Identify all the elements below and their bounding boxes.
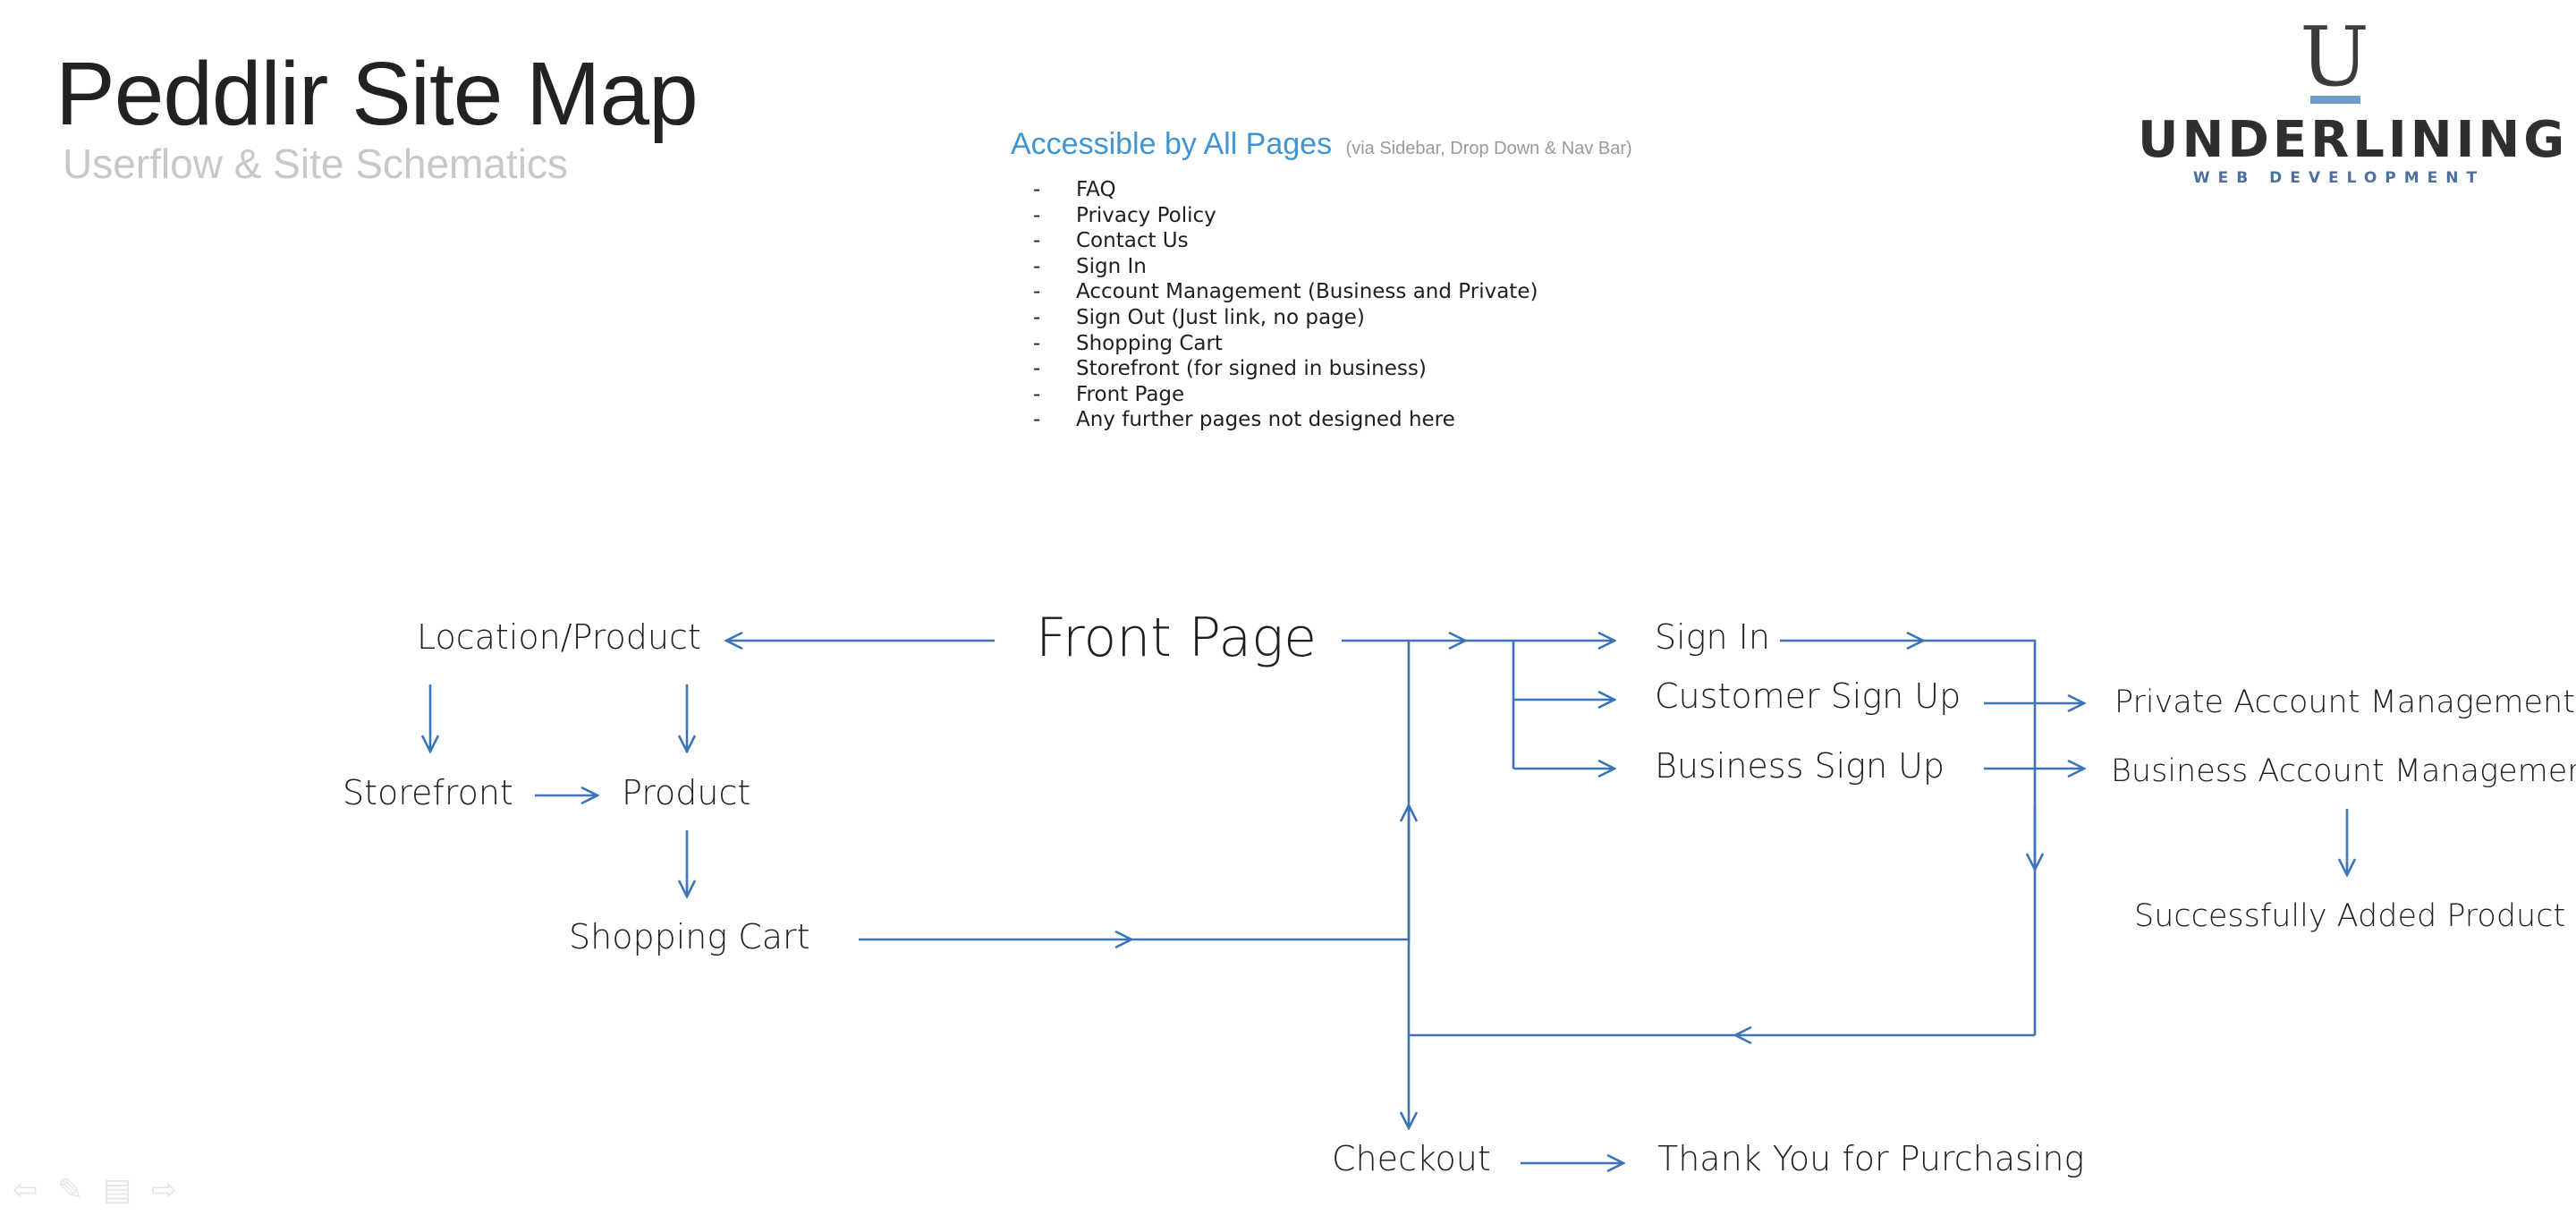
list-item: Sign Out (Just link, no page) <box>1033 305 1538 331</box>
list-item: Contact Us <box>1033 228 1538 254</box>
node-location-product: Location/Product <box>417 617 701 657</box>
node-shopping-cart: Shopping Cart <box>569 917 810 956</box>
connector-lines <box>430 641 2347 1163</box>
list-item: FAQ <box>1033 177 1538 203</box>
node-customer-sign-up: Customer Sign Up <box>1655 676 1962 716</box>
menu-icon[interactable]: ▤ <box>103 1173 152 1207</box>
node-successfully-added-product: Successfully Added Product <box>2134 898 2566 934</box>
list-item: Shopping Cart <box>1033 331 1538 357</box>
node-storefront: Storefront <box>343 773 513 812</box>
logo-underline <box>2310 96 2360 104</box>
pen-icon[interactable]: ✎ <box>57 1173 103 1207</box>
slide-nav-controls: ⇦✎▤⇨ <box>13 1172 197 1208</box>
back-arrow-icon[interactable]: ⇦ <box>13 1173 58 1207</box>
list-item: Storefront (for signed in business) <box>1033 356 1538 382</box>
accessible-note: (via Sidebar, Drop Down & Nav Bar) <box>1345 139 1632 158</box>
node-front-page: Front Page <box>1036 607 1318 669</box>
list-item: Account Management (Business and Private… <box>1033 279 1538 305</box>
list-item: Privacy Policy <box>1033 203 1538 229</box>
node-product: Product <box>622 773 751 812</box>
forward-arrow-icon[interactable]: ⇨ <box>151 1173 197 1207</box>
list-item: Sign In <box>1033 254 1538 280</box>
logo-mark: U <box>2300 9 2369 105</box>
node-sign-in: Sign In <box>1655 617 1770 657</box>
node-business-sign-up: Business Sign Up <box>1655 746 1945 786</box>
node-business-account-management: Business Account Management <box>2111 753 2576 789</box>
accessible-list: FAQ Privacy Policy Contact Us Sign In Ac… <box>1033 177 1538 433</box>
list-item: Any further pages not designed here <box>1033 407 1538 433</box>
accessible-heading: Accessible by All Pages (via Sidebar, Dr… <box>1011 127 1632 162</box>
node-checkout: Checkout <box>1332 1139 1491 1178</box>
node-private-account-management: Private Account Management <box>2114 684 2575 720</box>
page-subtitle: Userflow & Site Schematics <box>63 140 568 187</box>
logo-name: UNDERLINING <box>2138 111 2569 169</box>
logo-tagline: WEB DEVELOPMENT <box>2192 169 2486 187</box>
list-item: Front Page <box>1033 382 1538 408</box>
node-thank-you-for-purchasing: Thank You for Purchasing <box>1657 1139 2085 1178</box>
accessible-heading-text: Accessible by All Pages <box>1011 127 1333 161</box>
page-title: Peddlir Site Map <box>55 44 699 144</box>
